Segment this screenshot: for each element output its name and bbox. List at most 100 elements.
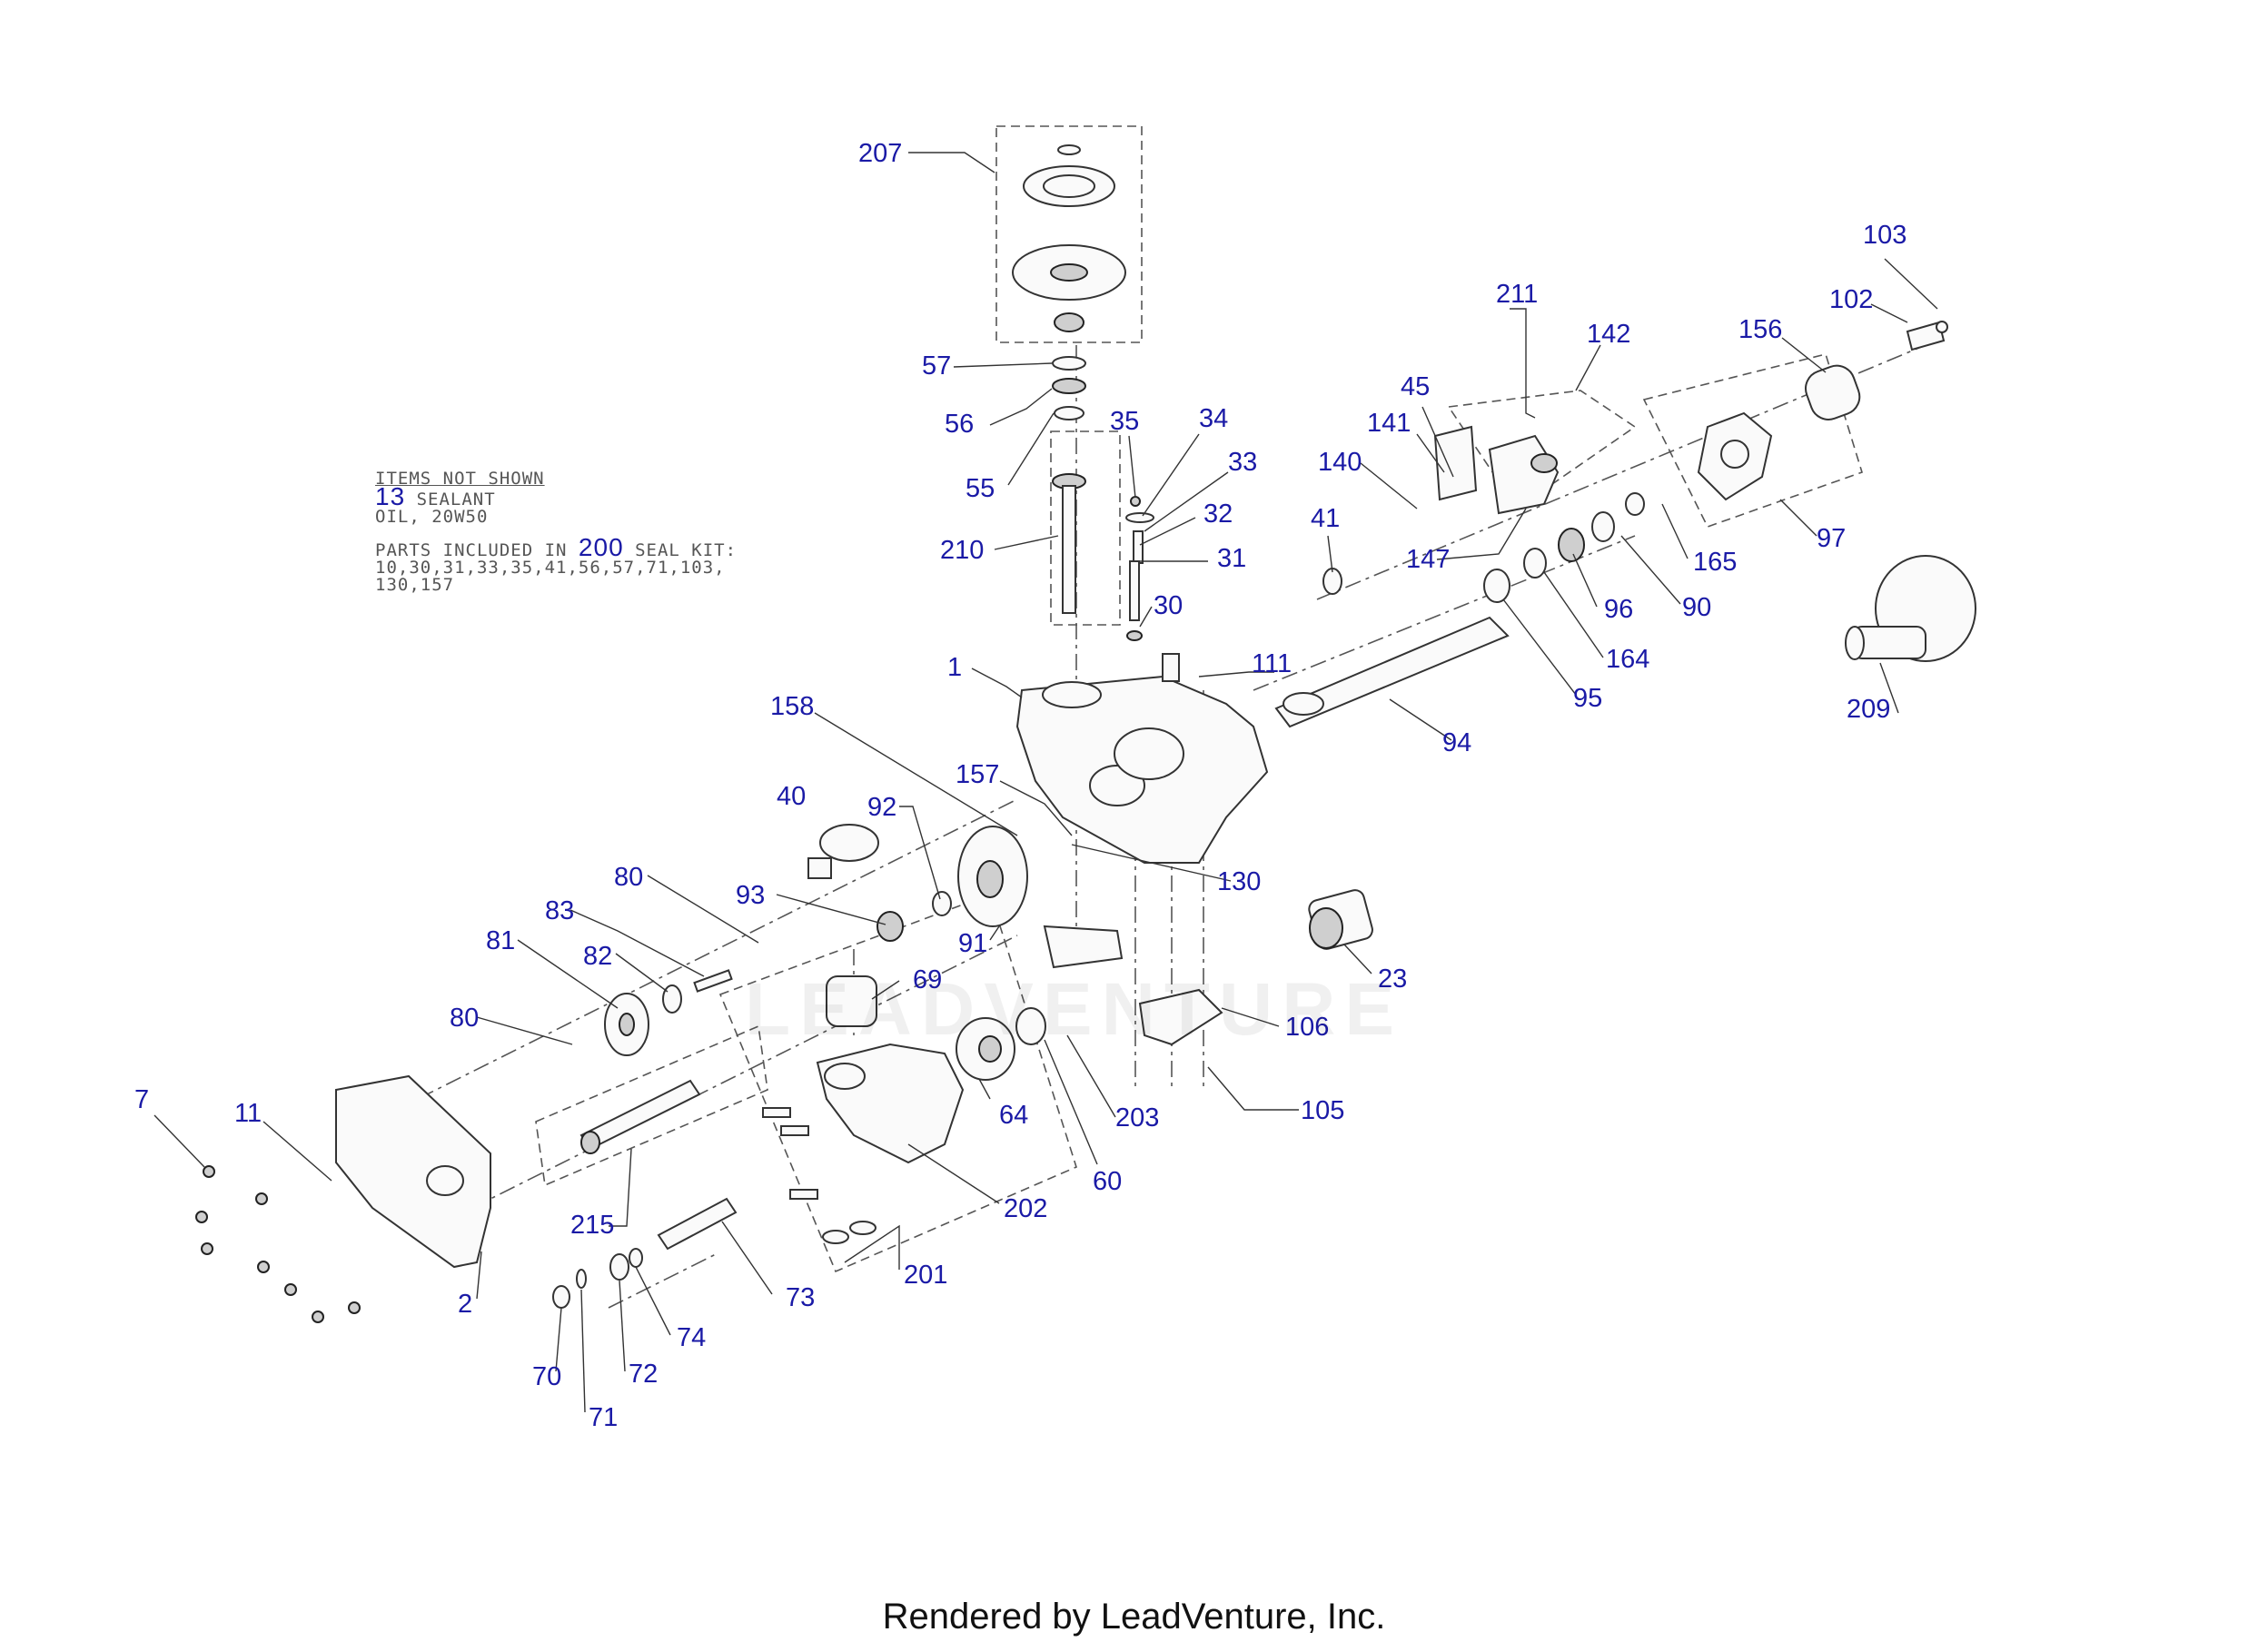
callout-70: 70	[532, 1362, 561, 1391]
callout-23: 23	[1378, 964, 1407, 994]
callout-11: 11	[234, 1099, 262, 1128]
callout-201: 201	[904, 1261, 947, 1290]
main-housing-1	[1015, 653, 1269, 864]
items-not-shown-title: ITEMS NOT SHOWN	[375, 469, 545, 489]
callout-91: 91	[958, 929, 987, 958]
pulley-fan-box	[995, 125, 1143, 343]
callout-45: 45	[1401, 372, 1430, 401]
callout-96: 96	[1604, 595, 1633, 624]
seal-kit-number: 200	[578, 533, 624, 561]
callout-57: 57	[922, 351, 951, 381]
callout-71: 71	[589, 1403, 618, 1432]
callout-32: 32	[1203, 500, 1233, 529]
idler-shaft-box	[535, 1024, 768, 1187]
pulley-207	[1023, 144, 1115, 207]
pump-block-64	[956, 1017, 1015, 1081]
callout-102: 102	[1829, 285, 1873, 314]
idler-shaft-215	[579, 1079, 701, 1154]
callout-35: 35	[1110, 407, 1139, 436]
callout-209: 209	[1847, 695, 1890, 724]
bracket-40	[807, 824, 879, 879]
washer-74	[629, 1248, 643, 1268]
callout-80-top: 80	[614, 863, 643, 892]
callout-81: 81	[486, 926, 515, 955]
callout-82: 82	[583, 942, 612, 971]
thrust-plate-60	[1015, 1007, 1046, 1045]
callout-103: 103	[1863, 221, 1907, 250]
bull-gear-91	[957, 826, 1028, 927]
callout-90: 90	[1682, 593, 1711, 622]
oil-note: OIL, 20W50	[375, 507, 489, 527]
washer-165	[1625, 492, 1645, 516]
callout-130: 130	[1217, 867, 1261, 896]
seal-56	[1052, 378, 1086, 394]
motor-plate-203	[1043, 925, 1124, 969]
footer-credit: Rendered by LeadVenture, Inc.	[882, 1597, 1386, 1637]
callout-142: 142	[1587, 320, 1630, 349]
lever-102	[1906, 321, 1948, 351]
callout-211: 211	[1496, 280, 1538, 309]
bolts-7	[195, 1165, 361, 1323]
hub-assembly-box	[1642, 353, 1863, 528]
callout-106: 106	[1285, 1013, 1329, 1042]
shaft-83	[693, 969, 733, 993]
callout-158: 158	[770, 692, 814, 721]
callout-92: 92	[867, 793, 896, 822]
leader-lines	[154, 152, 1938, 1413]
callout-157: 157	[956, 760, 999, 789]
callout-105: 105	[1301, 1096, 1344, 1125]
callout-165: 165	[1693, 548, 1737, 577]
seal-96	[1558, 528, 1585, 562]
callout-147: 147	[1406, 545, 1450, 574]
ring-164	[1523, 548, 1547, 579]
callout-141: 141	[1367, 409, 1411, 438]
pins-201	[762, 1107, 876, 1244]
washer-92	[932, 891, 952, 916]
callout-2: 2	[458, 1290, 472, 1319]
callout-30: 30	[1154, 591, 1183, 620]
callout-73: 73	[786, 1283, 815, 1312]
retaining-ring-90	[1591, 511, 1615, 542]
callout-97: 97	[1817, 524, 1846, 553]
center-section-202	[816, 1043, 965, 1164]
watermark: LEADVENTURE	[745, 968, 1404, 1051]
callout-56: 56	[945, 410, 974, 439]
oil-filter-23	[1308, 889, 1373, 950]
callout-74: 74	[677, 1323, 706, 1352]
notes-block: ITEMS NOT SHOWN 13 SEALANT OIL, 20W50 PA…	[375, 470, 737, 594]
coupler-69	[826, 975, 877, 1027]
seal-41	[1322, 568, 1342, 595]
bearing-95	[1483, 569, 1510, 603]
seal-kit-list-line2: 130,157	[375, 575, 455, 595]
callout-140: 140	[1318, 448, 1362, 477]
input-shaft-box	[1050, 430, 1121, 626]
callout-33: 33	[1228, 448, 1257, 477]
ring-71	[576, 1269, 587, 1289]
hub-97	[1697, 364, 1861, 501]
callout-64: 64	[999, 1101, 1028, 1130]
callout-156: 156	[1738, 315, 1782, 344]
bypass-parts	[1125, 496, 1154, 641]
callout-94: 94	[1442, 728, 1471, 757]
parts-included-label: PARTS INCLUDED IN	[375, 540, 568, 560]
callout-83: 83	[545, 896, 574, 925]
ring-57	[1052, 356, 1086, 371]
seal-kit-list-line1: 10,30,31,33,35,41,56,57,71,103,	[375, 558, 726, 578]
ring-55	[1054, 406, 1084, 420]
hub-209	[1845, 555, 1976, 662]
washer-70	[552, 1285, 570, 1309]
callout-40: 40	[777, 782, 806, 811]
bearing-93	[876, 911, 904, 942]
callout-72: 72	[629, 1360, 658, 1389]
callout-1: 1	[947, 653, 962, 682]
callout-80-bottom: 80	[450, 1004, 479, 1033]
pinion-82	[662, 984, 682, 1014]
callout-labels: 207 57 56 55 210 35 34 33 32 31 30 211 1…	[134, 139, 1907, 1432]
callout-164: 164	[1606, 645, 1649, 674]
axle-shaft-94	[1274, 616, 1510, 728]
callout-31: 31	[1217, 544, 1246, 573]
callout-95: 95	[1573, 684, 1602, 713]
callout-60: 60	[1093, 1167, 1122, 1196]
input-shaft-210	[1052, 473, 1086, 614]
